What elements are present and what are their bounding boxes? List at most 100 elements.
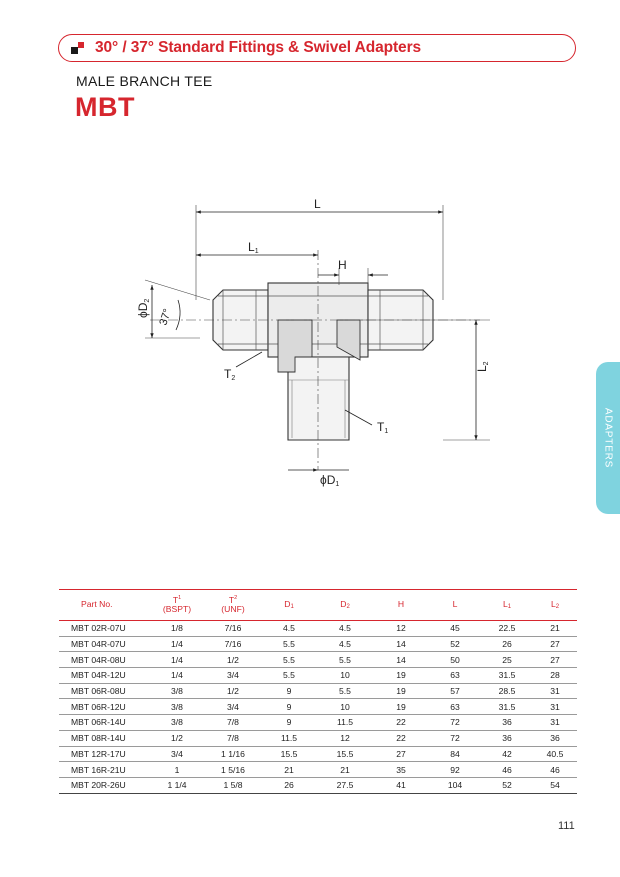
cell: 9: [261, 683, 317, 700]
cell: 1/2: [149, 730, 205, 747]
header-l1: L1: [502, 598, 512, 610]
header-l: L: [452, 599, 458, 610]
cell-part-no: MBT 06R-14U: [59, 714, 149, 731]
cell: 1/4: [149, 636, 205, 653]
cell: 36: [481, 730, 533, 747]
cell: 11.5: [261, 730, 317, 747]
cell-part-no: MBT 06R-08U: [59, 683, 149, 700]
cell: 46: [533, 761, 577, 778]
svg-text:L2: L2: [475, 361, 490, 372]
cell: 12: [373, 620, 429, 637]
cell: 1/2: [205, 651, 261, 669]
cell: 22.5: [481, 620, 533, 637]
spec-table: Part No. T1(BSPT) T2(UNF) D1 D2 H L L1 L…: [59, 589, 577, 794]
cell: 1/4: [149, 667, 205, 684]
cell: 19: [373, 698, 429, 716]
header-l2: L2: [550, 598, 560, 610]
cell: 31.5: [481, 667, 533, 684]
cell: 45: [429, 620, 481, 637]
cell: 27: [533, 636, 577, 653]
dim-angle: 37°: [157, 307, 174, 327]
dim-L1: L: [248, 240, 255, 254]
section-marker-icon: [71, 41, 87, 55]
cell: 9: [261, 698, 317, 716]
cell: 12: [317, 730, 373, 747]
cell: 40.5: [533, 746, 577, 763]
dim-L2: L: [475, 365, 489, 372]
header-t1: T1(BSPT): [162, 594, 192, 615]
cell: 27: [373, 746, 429, 763]
cell: 5.5: [261, 667, 317, 684]
svg-text:T1: T1: [377, 420, 388, 435]
cell: 31.5: [481, 698, 533, 716]
cell: 1 1/16: [205, 746, 261, 763]
cell: 57: [429, 683, 481, 700]
cell: 1 1/4: [149, 777, 205, 794]
cell: 4.5: [261, 620, 317, 637]
cell: 63: [429, 698, 481, 716]
side-tab-adapters[interactable]: ADAPTERS: [596, 362, 620, 514]
header-d2: D2: [340, 598, 350, 610]
cell: 36: [481, 714, 533, 731]
cell: 27.5: [317, 777, 373, 794]
cell: 3/4: [149, 746, 205, 763]
cell: 27: [533, 651, 577, 669]
svg-text:ϕD2: ϕD2: [136, 299, 151, 318]
cell: 26: [481, 636, 533, 653]
cell-part-no: MBT 04R-12U: [59, 667, 149, 684]
cell: 35: [373, 761, 429, 778]
cell: 50: [429, 651, 481, 669]
cell: 21: [533, 620, 577, 637]
technical-drawing: L L1 H T2 T1 ϕD1 L2 ϕD2 37°: [136, 197, 490, 488]
section-title: 30° / 37° Standard Fittings & Swivel Ada…: [95, 39, 422, 56]
cell: 28.5: [481, 683, 533, 700]
cell: 1 5/16: [205, 761, 261, 778]
cell: 7/16: [205, 620, 261, 637]
cell: 25: [481, 651, 533, 669]
cell: 7/8: [205, 714, 261, 731]
cell: 72: [429, 714, 481, 731]
cell-part-no: MBT 16R-21U: [59, 761, 149, 778]
cell: 5.5: [317, 651, 373, 669]
cell-part-no: MBT 08R-14U: [59, 730, 149, 747]
dim-H: H: [338, 258, 347, 272]
cell: 28: [533, 667, 577, 684]
label-T1: T: [377, 420, 385, 434]
cell: 84: [429, 746, 481, 763]
side-tab-label: ADAPTERS: [602, 407, 614, 469]
cell: 10: [317, 667, 373, 684]
cell: 9: [261, 714, 317, 731]
header-d1: D1: [284, 598, 294, 610]
cell-part-no: MBT 04R-08U: [59, 651, 149, 669]
cell: 1/2: [205, 683, 261, 700]
cell: 31: [533, 683, 577, 700]
cell: 54: [533, 777, 577, 794]
cell: 1/8: [149, 620, 205, 637]
cell: 21: [317, 761, 373, 778]
cell: 26: [261, 777, 317, 794]
cell: 14: [373, 636, 429, 653]
cell: 7/16: [205, 636, 261, 653]
cell: 3/8: [149, 698, 205, 716]
cell: 3/8: [149, 714, 205, 731]
cell: 22: [373, 730, 429, 747]
label-T2: T: [224, 367, 232, 381]
cell: 52: [429, 636, 481, 653]
cell: 21: [261, 761, 317, 778]
cell: 3/4: [205, 667, 261, 684]
cell: 104: [429, 777, 481, 794]
cell: 92: [429, 761, 481, 778]
cell: 1/4: [149, 651, 205, 669]
cell: 7/8: [205, 730, 261, 747]
cell: 14: [373, 651, 429, 669]
cell: 36: [533, 730, 577, 747]
